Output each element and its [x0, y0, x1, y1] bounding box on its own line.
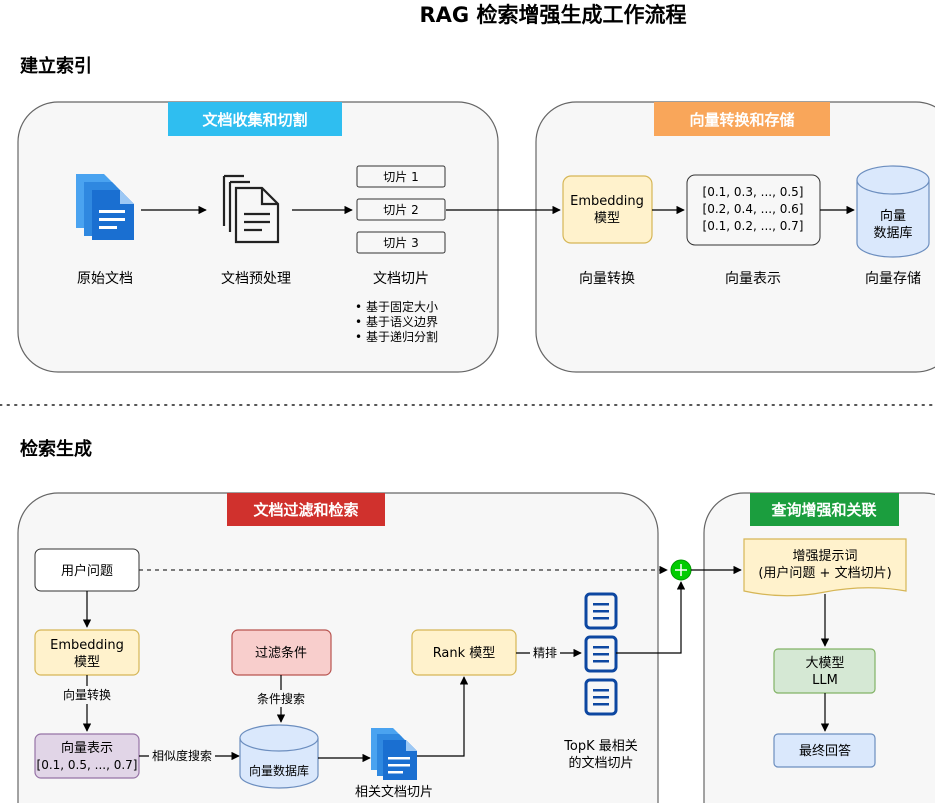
filter-header-bg — [227, 493, 385, 526]
user-question-label: 用户问题 — [61, 563, 113, 579]
raw-doc-label: 原始文档 — [77, 271, 133, 287]
cond-search-bg — [252, 690, 310, 707]
augment-header: 查询增强和关联 — [771, 501, 877, 519]
chunk-2-label: 切片 2 — [383, 203, 418, 217]
chunk-1-label: 切片 1 — [383, 170, 418, 184]
augment-header-bg — [750, 493, 899, 526]
vector-row-2: [0.2, 0.4, ..., 0.6] — [703, 202, 804, 216]
llm-line2: LLM — [812, 673, 838, 688]
database-icon — [856, 165, 930, 258]
chunk-3 — [356, 231, 446, 254]
rank-model-label: Rank 模型 — [433, 646, 496, 661]
document-lines-icon — [584, 678, 618, 716]
vector-db-label: 向量数据库 — [249, 763, 309, 778]
chunk-label: 文档切片 — [373, 271, 429, 287]
vec-convert-bg — [60, 686, 114, 704]
similarity-bg — [149, 748, 215, 764]
arrow-topk-to-merge — [616, 581, 686, 654]
filter-cond-label: 过滤条件 — [255, 645, 307, 661]
prompt-box — [743, 538, 907, 597]
vector-row-3: [0.1, 0.2, ..., 0.7] — [703, 219, 804, 233]
chunk-3-label: 切片 3 — [383, 236, 418, 250]
section-title-retrieve: 检索生成 — [20, 438, 92, 460]
page-title: RAG 检索增强生成工作流程 — [420, 3, 687, 27]
embedding-model-2-line2: 模型 — [74, 655, 100, 670]
embedding-model-box — [562, 175, 653, 244]
vector-label: 向量表示 — [725, 271, 781, 287]
db-line1: 向量 — [880, 208, 906, 224]
embedding-model-2-line1: Embedding — [50, 638, 124, 653]
cond-search-label: 条件搜索 — [257, 691, 305, 706]
topk-line1: TopK 最相关 — [563, 739, 638, 754]
document-stack-icon — [371, 728, 417, 780]
llm-line1: 大模型 — [805, 656, 844, 671]
related-docs-label: 相关文档切片 — [355, 785, 433, 800]
chunk-method-bullet: • — [355, 300, 362, 314]
prompt-line1: 增强提示词 — [792, 548, 857, 564]
vector-rep-line2: [0.1, 0.5, ..., 0.7] — [37, 758, 138, 772]
collect-header: 文档收集和切割 — [202, 111, 307, 129]
chunk-method-3: 基于递归分割 — [366, 329, 438, 344]
db-label: 向量存储 — [865, 271, 921, 287]
preprocess-label: 文档预处理 — [221, 271, 291, 287]
chunk-method-bullet: • — [355, 330, 362, 344]
arrow-docs-to-rank — [417, 676, 469, 757]
embedding-model-line1: Embedding — [570, 194, 644, 209]
collect-header-bg — [168, 102, 342, 136]
rerank-label: 精排 — [533, 646, 557, 660]
embed-label: 向量转换 — [579, 270, 635, 287]
topk-line2: 的文档切片 — [568, 755, 633, 771]
vector-header-bg — [654, 102, 830, 136]
final-answer-label: 最终回答 — [799, 743, 851, 759]
database-icon — [239, 724, 319, 789]
chunk-method-2: 基于语义边界 — [366, 315, 438, 329]
vector-row-1: [0.1, 0.3, ..., 0.5] — [703, 185, 804, 199]
chunk-2 — [356, 198, 446, 221]
chunk-1 — [356, 165, 446, 188]
merge-plus-icon — [670, 559, 692, 581]
vector-rep-line1: 向量表示 — [61, 740, 113, 756]
document-lines-icon — [584, 592, 618, 630]
prompt-line2: (用户问题 + 文档切片) — [758, 565, 891, 581]
similarity-label: 相似度搜索 — [152, 748, 212, 763]
filter-header: 文档过滤和检索 — [253, 501, 358, 519]
section-title-index: 建立索引 — [20, 55, 92, 77]
vec-convert-label: 向量转换 — [63, 687, 111, 702]
chunk-method-bullet: • — [355, 315, 362, 329]
final-answer-box — [773, 733, 876, 768]
rerank-bg — [530, 645, 560, 661]
db-line2: 数据库 — [873, 225, 912, 241]
embedding-model-line2: 模型 — [594, 211, 620, 226]
document-stack-icon — [76, 174, 134, 240]
document-lines-icon — [584, 635, 618, 673]
chunk-method-1: 基于固定大小 — [366, 299, 438, 314]
vector-header: 向量转换和存储 — [689, 111, 794, 129]
document-outline-icon — [222, 174, 280, 244]
